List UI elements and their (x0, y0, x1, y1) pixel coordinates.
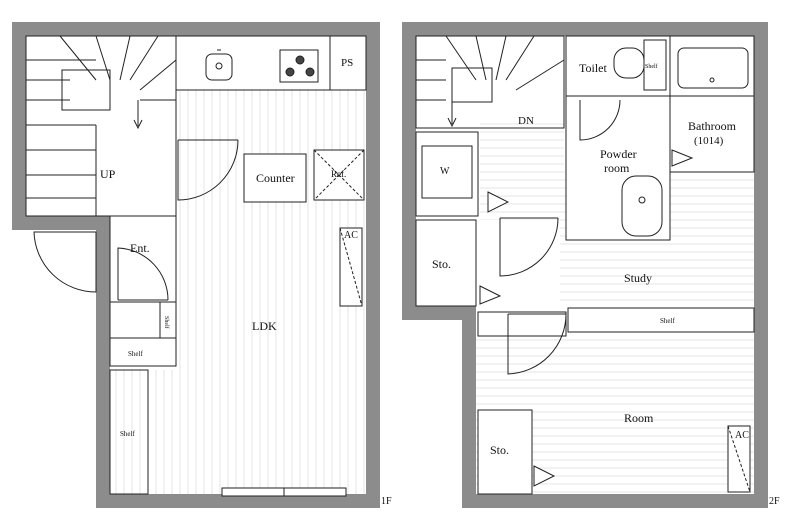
floor2-floor-label: 2F (769, 496, 780, 507)
floor2-study-shelf-label: Shelf (660, 317, 675, 325)
floor1-entrance-label: Ent. (130, 241, 150, 255)
floor2-stairs (415, 35, 565, 129)
floor2-room-elements (477, 311, 751, 495)
floor1-stairs (25, 35, 177, 217)
floor2-bathroom-label: Bathroom (688, 119, 737, 133)
floor1-ac-label: AC (344, 230, 358, 241)
floor1-entrance (33, 139, 239, 495)
floor1-up-label: UP (100, 167, 116, 181)
floor2-powder-label-2: room (604, 161, 630, 175)
floor1-ref-label: Ref. (331, 169, 346, 179)
floor1-ldk-floor-lower (110, 370, 178, 494)
floor2-toilet-label: Toilet (579, 61, 607, 75)
floor1-plan: UP PS Counter Ref. AC Ent. LDK Shelf She… (12, 22, 392, 508)
floor2-dn-label: DN (518, 115, 534, 127)
floor2-study-label: Study (624, 271, 652, 285)
floor2-washer-storage (415, 131, 559, 307)
floor1-ldk-label: LDK (252, 319, 277, 333)
floor1-shelf-entry-label: Shelf (128, 350, 143, 358)
floor2-toilet-shelf-label: Shelf (645, 63, 658, 70)
floor1-floor-label: 1F (381, 496, 392, 507)
floor2-washer-label: W (440, 166, 450, 177)
floor2-room-label: Room (624, 411, 654, 425)
floor1-outer-wall (12, 22, 380, 508)
floor2-wet-area (565, 35, 755, 241)
floor1-kitchen (175, 35, 367, 307)
floor2-bathroom-size-label: (1014) (694, 135, 724, 147)
floor1-sliding-window (221, 487, 347, 497)
floor2-plan: DN Toilet Shelf Bathroom (1014) Powder r… (402, 22, 780, 508)
floor2-storage2-label: Sto. (490, 443, 509, 457)
floor1-shelf-small-label: Shelf (163, 316, 170, 329)
floor2-study-shelf (567, 307, 755, 333)
floor2-storage1-label: Sto. (432, 257, 451, 271)
floor1-ps-label: PS (341, 57, 353, 69)
floor1-shelf-west-label: Shelf (120, 430, 135, 438)
floor1-counter-label: Counter (256, 171, 295, 185)
floor2-powder-label-1: Powder (600, 147, 637, 161)
floor2-ac-label: AC (735, 430, 749, 441)
